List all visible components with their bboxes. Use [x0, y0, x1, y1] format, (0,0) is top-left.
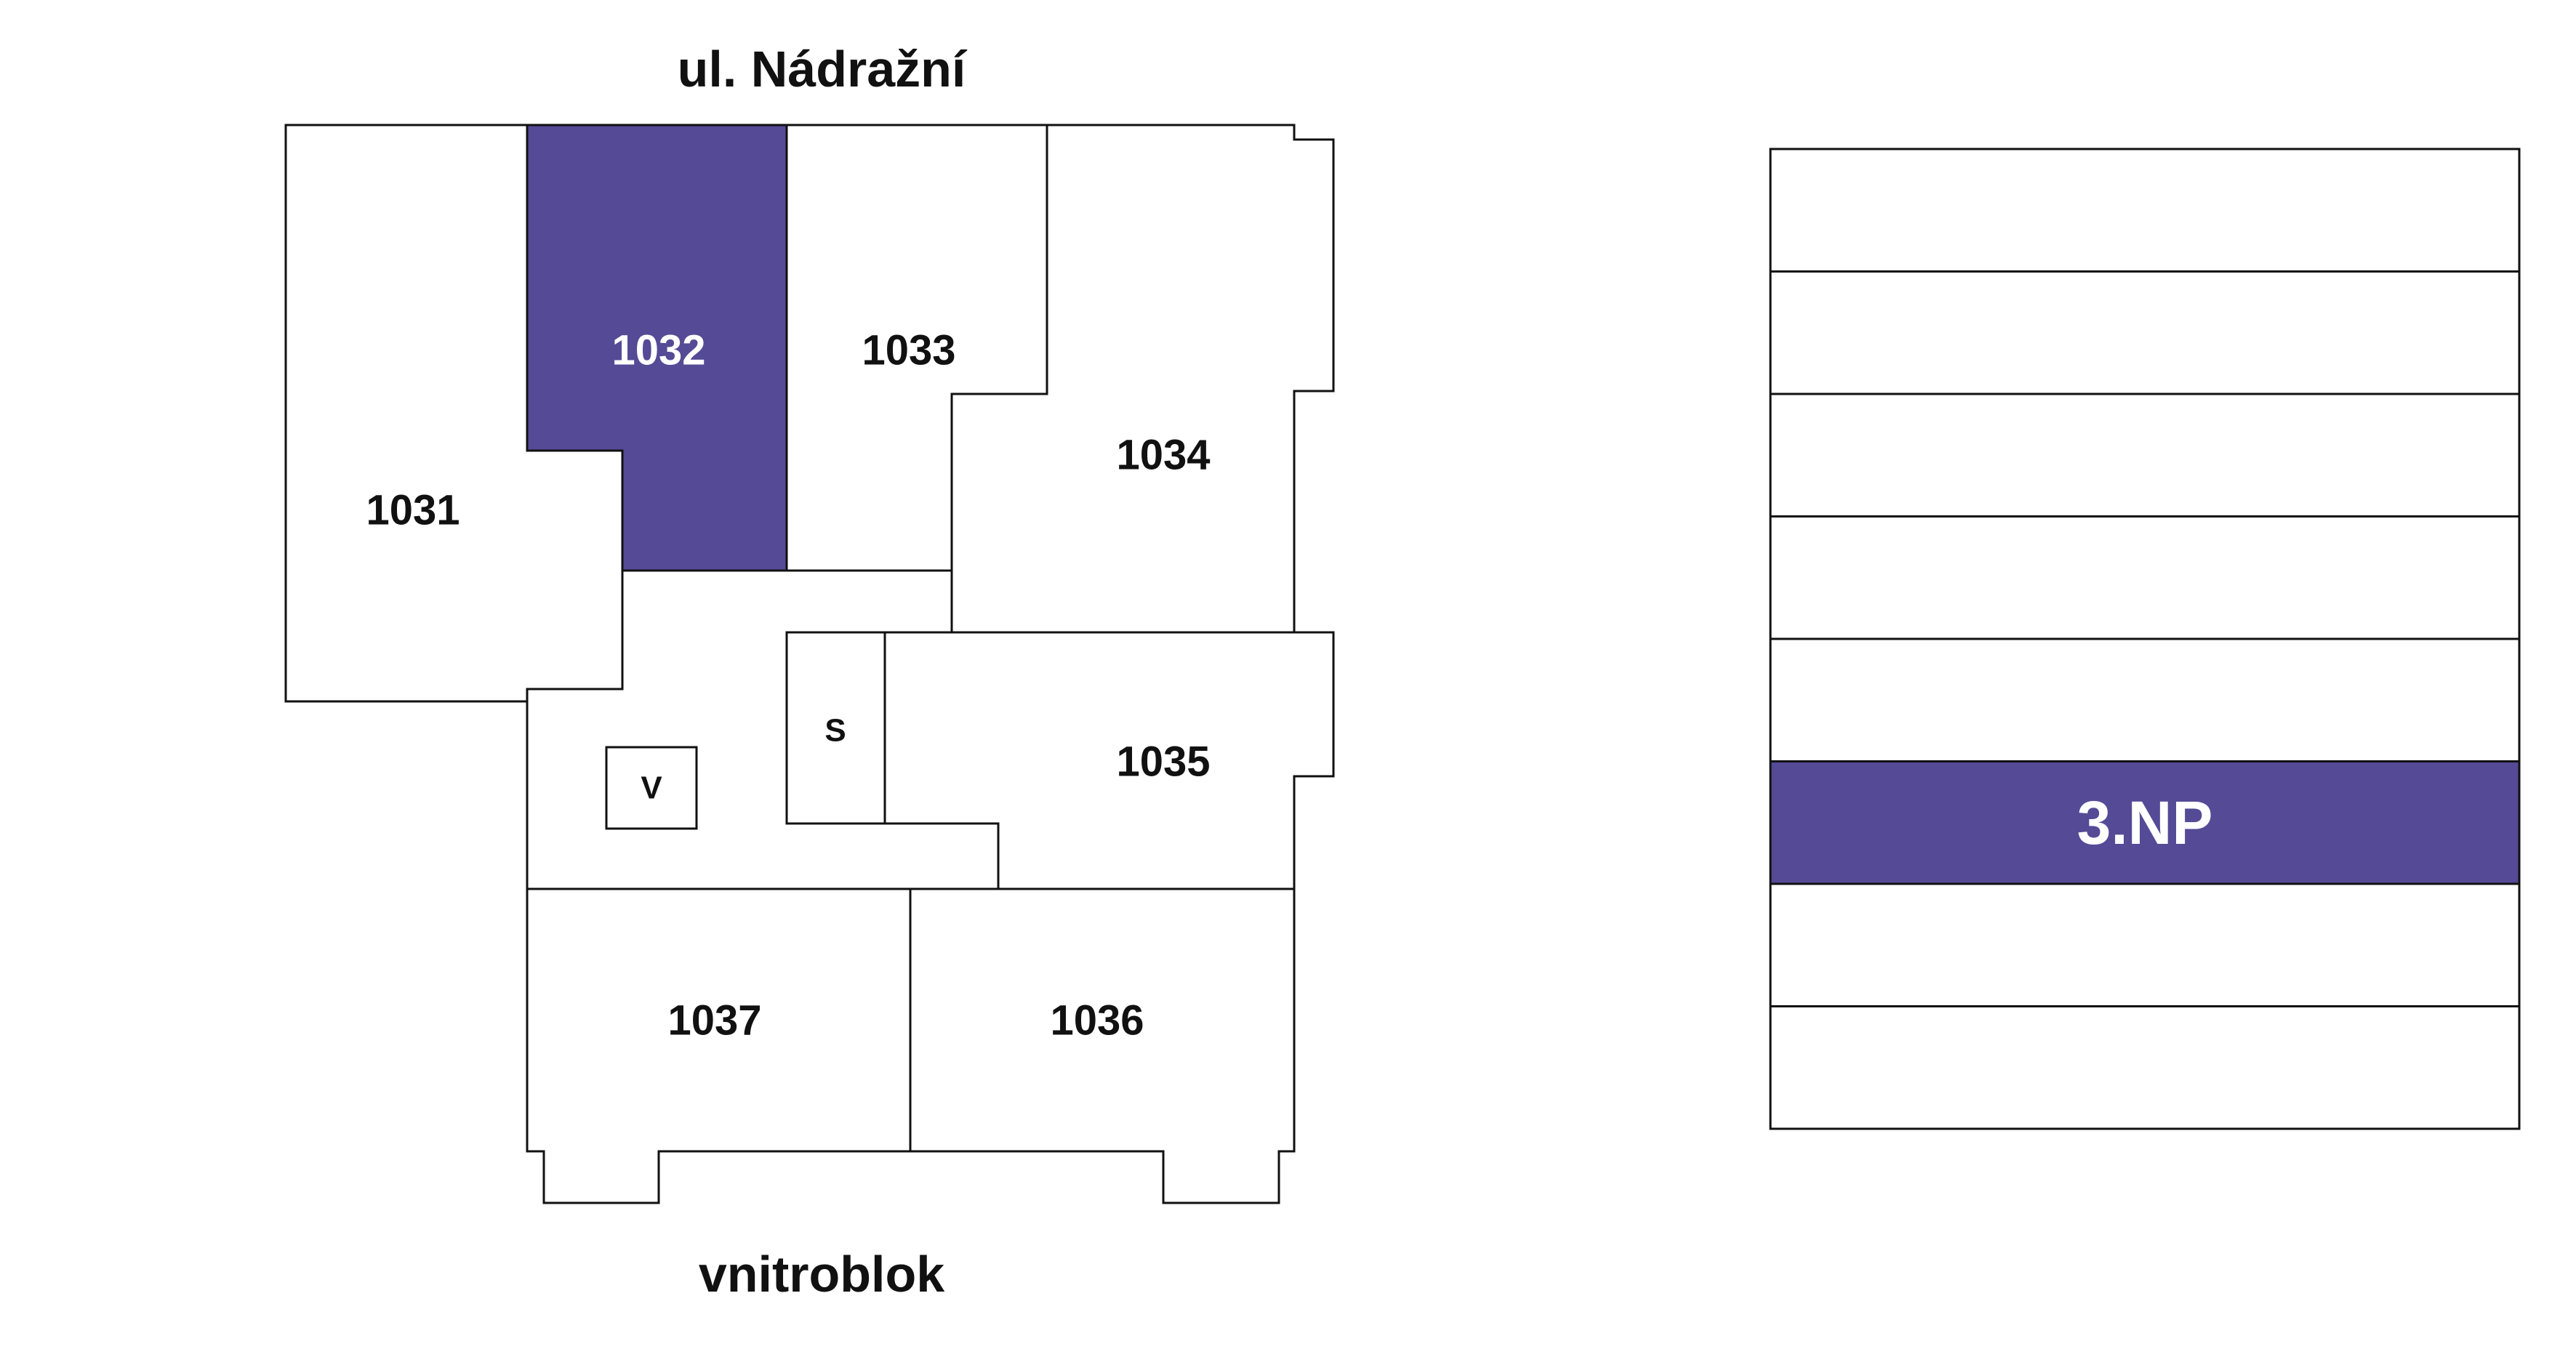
unit-1031-label: 1031	[366, 487, 460, 534]
floor-row-8[interactable]	[1769, 1005, 2521, 1130]
floor-row-7[interactable]	[1769, 882, 2521, 1007]
floor-row-6[interactable]: 3.NP	[1769, 760, 2521, 885]
floor-row-5[interactable]	[1769, 637, 2521, 762]
floor-row-shape[interactable]	[1769, 637, 2521, 762]
street-label-south: vnitroblok	[699, 1246, 944, 1302]
unit-1036[interactable]: 1036	[909, 887, 1296, 1204]
unit-1037-shape[interactable]	[526, 887, 912, 1204]
floor-row-4[interactable]	[1769, 515, 2521, 640]
unit-1034-label: 1034	[1116, 432, 1210, 479]
floor-row-shape[interactable]	[1769, 760, 2521, 885]
selected-floor-label: 3.NP	[2077, 789, 2213, 857]
floor-row-shape[interactable]	[1769, 148, 2521, 273]
stairs-label: S	[824, 713, 846, 749]
floor-row-shape[interactable]	[1769, 515, 2521, 640]
street-label-north: ul. Nádražní	[678, 41, 968, 97]
unit-1035[interactable]: 1035	[883, 631, 1335, 890]
floor-row-shape[interactable]	[1769, 882, 2521, 1007]
floor-row-1[interactable]	[1769, 148, 2521, 273]
unit-1034-shape[interactable]	[950, 124, 1335, 634]
unit-1034[interactable]: 1034	[950, 124, 1335, 634]
elevator-label: V	[641, 770, 662, 806]
unit-1032-label: 1032	[611, 327, 705, 374]
floor-row-2[interactable]	[1769, 270, 2521, 395]
unit-1037-label: 1037	[667, 997, 761, 1044]
floor-row-shape[interactable]	[1769, 270, 2521, 395]
floor-selector: 3.NP	[1769, 148, 2521, 1130]
unit-1036-label: 1036	[1050, 997, 1144, 1044]
elevator-box	[605, 746, 698, 830]
unit-1033-label: 1033	[862, 327, 955, 374]
unit-1037[interactable]: 1037	[526, 887, 912, 1204]
floor-row-shape[interactable]	[1769, 392, 2521, 518]
floor-row-shape[interactable]	[1769, 1005, 2521, 1130]
stairs-box	[785, 631, 886, 825]
unit-1031[interactable]: 1031	[284, 124, 624, 703]
floor-row-3[interactable]	[1769, 392, 2521, 518]
unit-1036-shape[interactable]	[909, 887, 1296, 1204]
unit-1035-label: 1035	[1116, 738, 1210, 786]
